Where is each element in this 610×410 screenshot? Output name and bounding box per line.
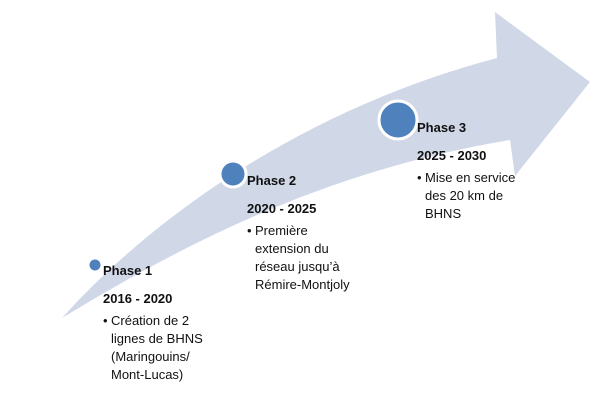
bullet-icon: • (417, 170, 422, 185)
bullet-icon: • (247, 223, 252, 238)
phase-years: 2020 - 2025 (247, 201, 317, 216)
phase-3-node (377, 99, 419, 141)
phase-title: Phase 1 (103, 263, 153, 278)
phase-years: 2025 - 2030 (417, 148, 487, 163)
curved-arrow (62, 12, 590, 318)
phase-2-node (218, 159, 248, 189)
phase-3: Phase 3 2025 - 2030 •Mise en service des… (417, 119, 515, 223)
phase-1-node (86, 256, 104, 274)
phase-title: Phase 3 (417, 120, 467, 135)
phase-description: Première extension du réseau jusqu’à Rém… (255, 223, 350, 292)
phase-description: Création de 2 lignes de BHNS (Maringouin… (111, 313, 203, 382)
phase-title: Phase 2 (247, 173, 297, 188)
bullet-icon: • (103, 313, 108, 328)
phase-description: Mise en service des 20 km de BHNS (425, 170, 516, 221)
phase-2: Phase 2 2020 - 2025 •Première extension … (247, 172, 350, 294)
phase-years: 2016 - 2020 (103, 291, 173, 306)
phase-1: Phase 1 2016 - 2020 •Création de 2 ligne… (103, 262, 203, 384)
